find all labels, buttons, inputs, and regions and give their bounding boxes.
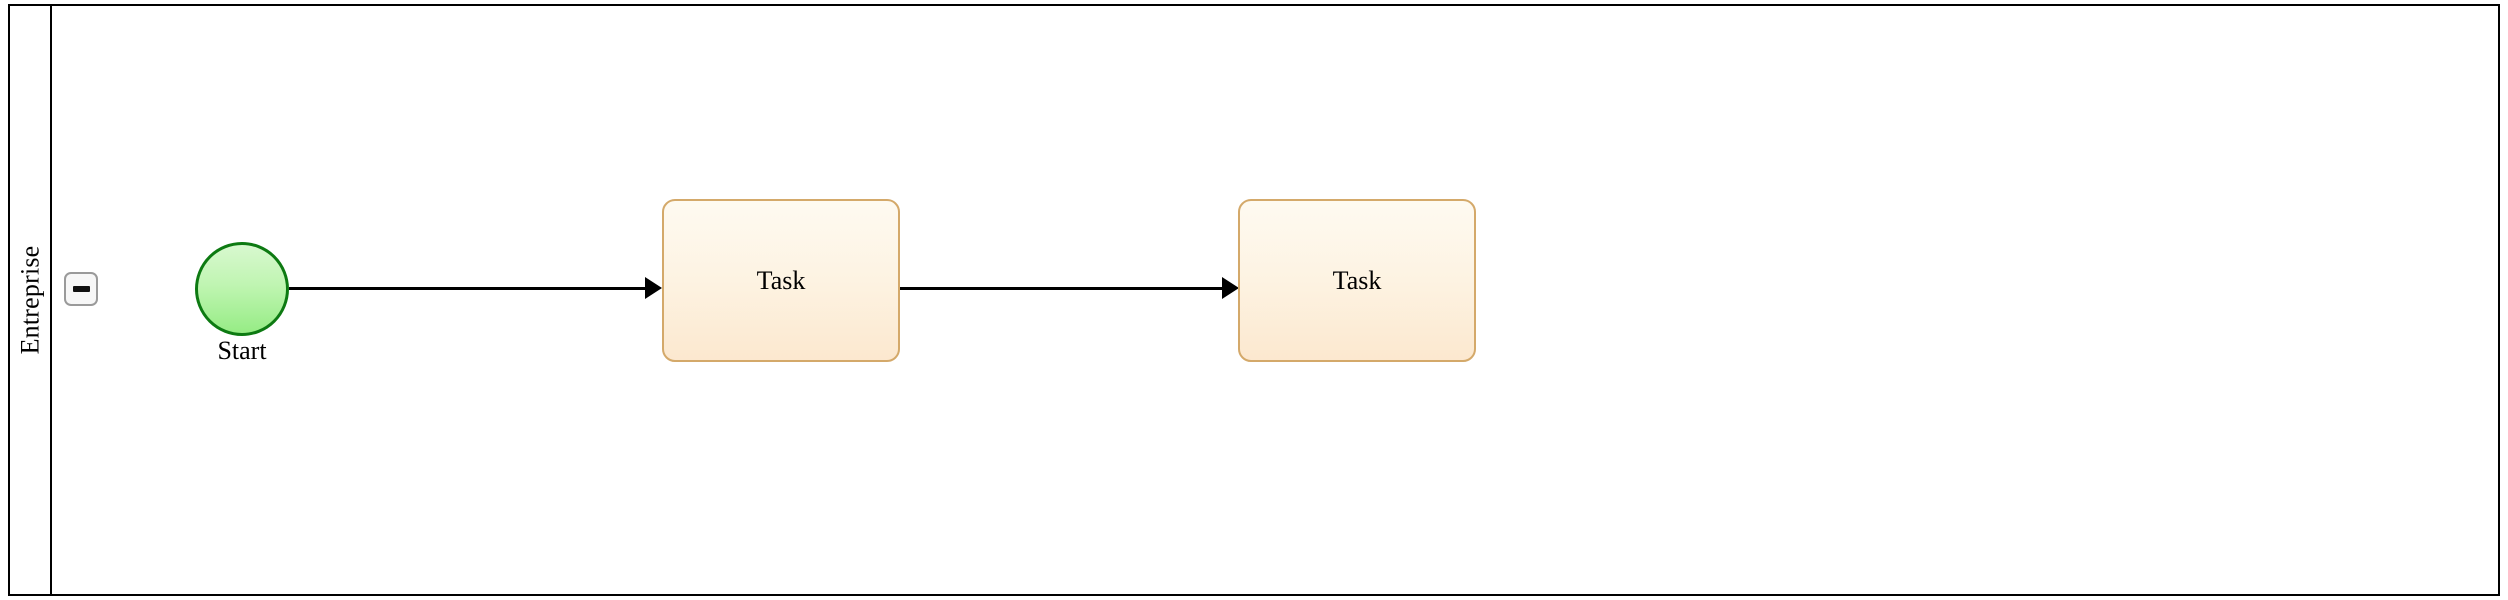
arrowhead-icon [1222, 277, 1239, 299]
minus-icon [72, 286, 90, 292]
sequence-flow-start-to-task1[interactable] [289, 287, 645, 290]
task-node-2[interactable]: Task [1238, 199, 1476, 362]
lane-header: Entreprise [10, 6, 52, 594]
task-node-1[interactable]: Task [662, 199, 900, 362]
lane-body: Start Task Task [52, 6, 2498, 594]
task-label: Task [1332, 265, 1382, 295]
pool-entreprise: Entreprise Start Task Task [8, 4, 2500, 596]
start-event-node[interactable] [195, 242, 289, 336]
lane-collapse-button[interactable] [64, 272, 98, 306]
start-event-label: Start [217, 336, 267, 365]
lane-title-label: Entreprise [15, 245, 44, 355]
arrowhead-icon [645, 277, 662, 299]
task-label: Task [756, 265, 806, 295]
sequence-flow-task1-to-task2[interactable] [900, 287, 1222, 290]
